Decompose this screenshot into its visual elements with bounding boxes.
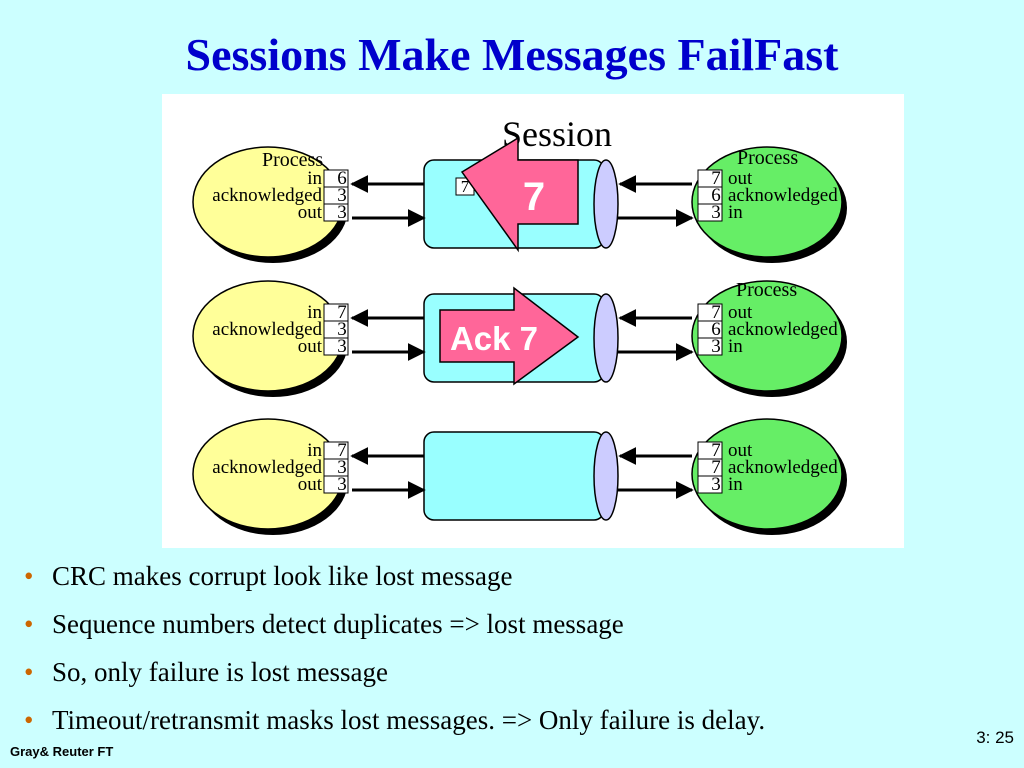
- bullet-icon: •: [24, 657, 34, 687]
- bullet-list: • CRC makes corrupt look like lost messag…: [20, 552, 1010, 744]
- left-counter-value: 3: [337, 185, 347, 206]
- session-label: Session: [502, 114, 612, 154]
- slide-title: Sessions Make Messages FailFast: [185, 29, 839, 80]
- right-counter-label: acknowledged: [728, 457, 838, 478]
- bullet-item: • CRC makes corrupt look like lost messag…: [20, 552, 1010, 600]
- right-counter-label: out: [728, 440, 753, 461]
- right-counter-value: 3: [711, 336, 721, 357]
- session-pipe-end: [593, 293, 619, 383]
- session-pipe: [423, 431, 605, 521]
- right-counter-value: 7: [711, 440, 721, 461]
- left-counter-label: in: [307, 168, 322, 189]
- left-counter-label: acknowledged: [212, 319, 322, 340]
- bullet-text: CRC makes corrupt look like lost message: [52, 561, 513, 591]
- right-counter-label: out: [728, 168, 753, 189]
- left-counter-value: 7: [337, 302, 347, 323]
- message-arrow-label: 7: [523, 175, 545, 219]
- right-counter-label: out: [728, 302, 753, 323]
- left-counter-box: [323, 203, 349, 222]
- left-process-label: Process: [262, 149, 323, 171]
- bullet-text: Sequence numbers detect duplicates => lo…: [52, 609, 624, 639]
- bullet-item: • Sequence numbers detect duplicates => l…: [20, 600, 1010, 648]
- message-arrow-right: [439, 286, 580, 386]
- right-process-ellipse: [691, 280, 843, 392]
- left-counter-label: out: [298, 474, 323, 495]
- footer-credit: Gray& Reuter FT: [10, 744, 114, 759]
- page-number: 3: 25: [976, 728, 1014, 747]
- bullet-item: • So, only failure is lost message: [20, 648, 1010, 696]
- right-counter-value: 7: [711, 302, 721, 323]
- right-counter-box: [697, 475, 723, 494]
- message-arrow-label: Ack 7: [450, 320, 538, 357]
- left-counter-label: acknowledged: [212, 457, 322, 478]
- left-counter-value: 3: [337, 202, 347, 223]
- right-process-label: Process: [737, 147, 798, 169]
- left-counter-label: out: [298, 336, 323, 357]
- right-counter-value: 7: [711, 457, 721, 478]
- right-counter-value: 7: [711, 168, 721, 189]
- right-process-label: Process: [736, 279, 797, 301]
- right-counter-box: [697, 337, 723, 356]
- right-process-ellipse: [691, 418, 843, 530]
- bullet-text: So, only failure is lost message: [52, 657, 388, 687]
- left-counter-label: in: [307, 302, 322, 323]
- in-transit-value: 7: [461, 177, 470, 196]
- left-counter-box: [323, 475, 349, 494]
- left-counter-value: 3: [337, 319, 347, 340]
- left-counter-value: 3: [337, 336, 347, 357]
- left-counter-box: [323, 337, 349, 356]
- message-arrow-left: [460, 136, 579, 253]
- right-counter-label: in: [728, 336, 743, 357]
- right-counter-value: 3: [711, 474, 721, 495]
- session-pipe-end: [593, 431, 619, 521]
- right-counter-label: in: [728, 474, 743, 495]
- right-counter-label: acknowledged: [728, 185, 838, 206]
- bullet-icon: •: [24, 705, 34, 735]
- right-counter-label: acknowledged: [728, 319, 838, 340]
- right-counter-box: [697, 203, 723, 222]
- right-counter-value: 6: [711, 185, 721, 206]
- bullet-text: Timeout/retransmit masks lost messages. …: [52, 705, 766, 735]
- right-process-ellipse: [691, 146, 843, 258]
- left-counter-value: 7: [337, 440, 347, 461]
- right-counter-value: 6: [711, 319, 721, 340]
- left-counter-label: in: [307, 440, 322, 461]
- right-counter-value: 3: [711, 202, 721, 223]
- session-pipe-end: [593, 159, 619, 249]
- bullet-icon: •: [24, 561, 34, 591]
- bullet-item: • Timeout/retransmit masks lost messages.…: [20, 696, 1010, 744]
- left-counter-label: acknowledged: [212, 185, 322, 206]
- left-counter-value: 3: [337, 474, 347, 495]
- left-counter-label: out: [298, 202, 323, 223]
- left-counter-value: 3: [337, 457, 347, 478]
- bullet-icon: •: [24, 609, 34, 639]
- right-counter-label: in: [728, 202, 743, 223]
- left-counter-value: 6: [337, 168, 347, 189]
